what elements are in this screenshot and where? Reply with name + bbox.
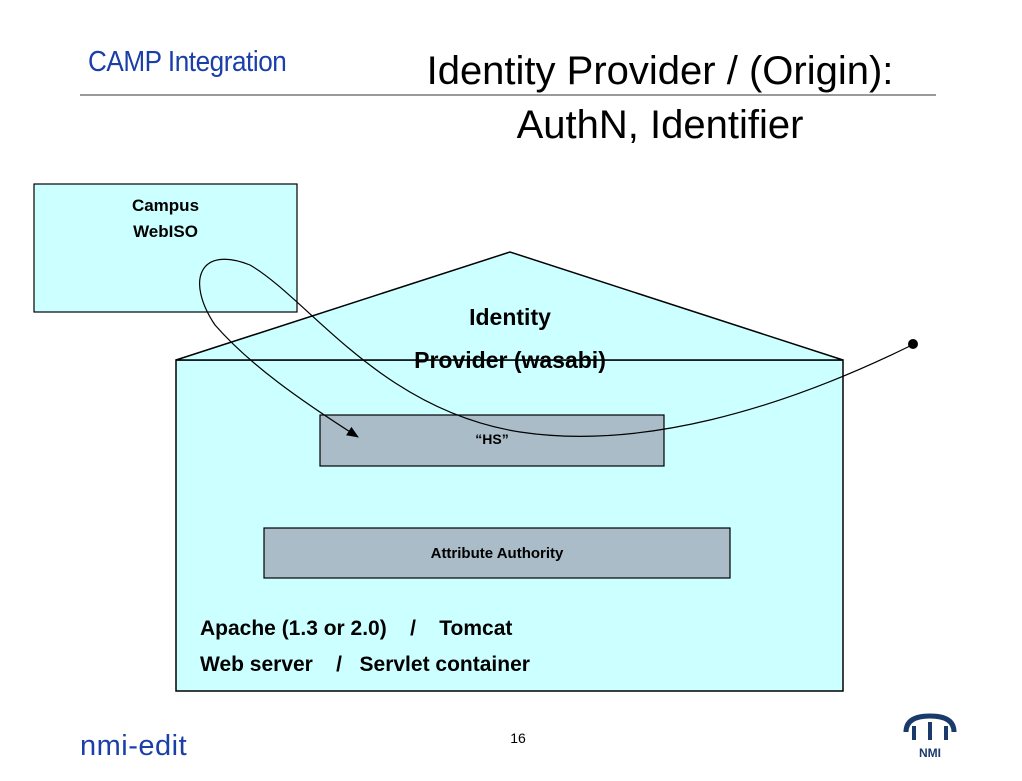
brand-label: CAMP Integration bbox=[88, 46, 287, 78]
idp-label-line1: Identity bbox=[469, 304, 551, 330]
nmi-logo-text: NMI bbox=[919, 746, 941, 760]
identity-provider-label: Identity Provider (wasabi) bbox=[330, 296, 690, 382]
footer-brand: nmi-edit bbox=[80, 730, 188, 762]
auth-flow-arrow bbox=[199, 258, 913, 438]
campus-webiso-box bbox=[33, 183, 298, 313]
hs-label: “HS” bbox=[475, 431, 509, 447]
slide-title-line1: Identity Provider / (Origin): bbox=[426, 49, 894, 93]
page-number: 16 bbox=[510, 730, 526, 746]
attribute-authority-label: Attribute Authority bbox=[430, 545, 564, 562]
campus-label-line2: WebISO bbox=[133, 222, 198, 241]
slide-title: Identity Provider / (Origin): AuthN, Ide… bbox=[350, 44, 970, 152]
flow-start-dot bbox=[908, 339, 918, 349]
nmi-logo-icon: NMI bbox=[903, 713, 957, 760]
attribute-authority-box bbox=[263, 527, 731, 579]
hs-box bbox=[319, 414, 665, 467]
server-stack-line1: Apache (1.3 or 2.0) / Tomcat bbox=[200, 617, 513, 640]
idp-label-line2: Provider (wasabi) bbox=[414, 347, 606, 373]
header-divider bbox=[80, 94, 936, 96]
idp-house-body bbox=[175, 359, 844, 692]
idp-house-roof bbox=[175, 251, 844, 361]
campus-label-line1: Campus bbox=[131, 196, 200, 215]
campus-webiso-label: Campus WebISO bbox=[34, 193, 297, 245]
server-stack-line2: Web server / Servlet container bbox=[200, 653, 530, 676]
slide-title-line2: AuthN, Identifier bbox=[516, 103, 804, 147]
